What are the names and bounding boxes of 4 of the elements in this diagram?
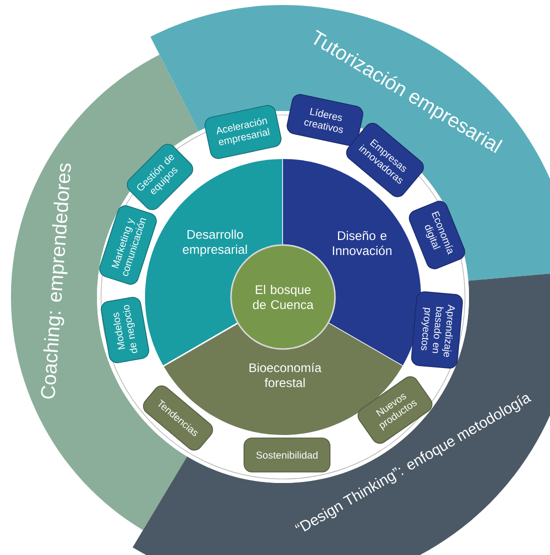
topic-box: Sostenibilidad: [244, 438, 330, 472]
topic-box: Modelos de negocio: [100, 296, 150, 364]
topic-box: Líderes creativos: [286, 94, 364, 146]
topic-box: Aprendizaje basado en proyectos: [411, 291, 463, 369]
